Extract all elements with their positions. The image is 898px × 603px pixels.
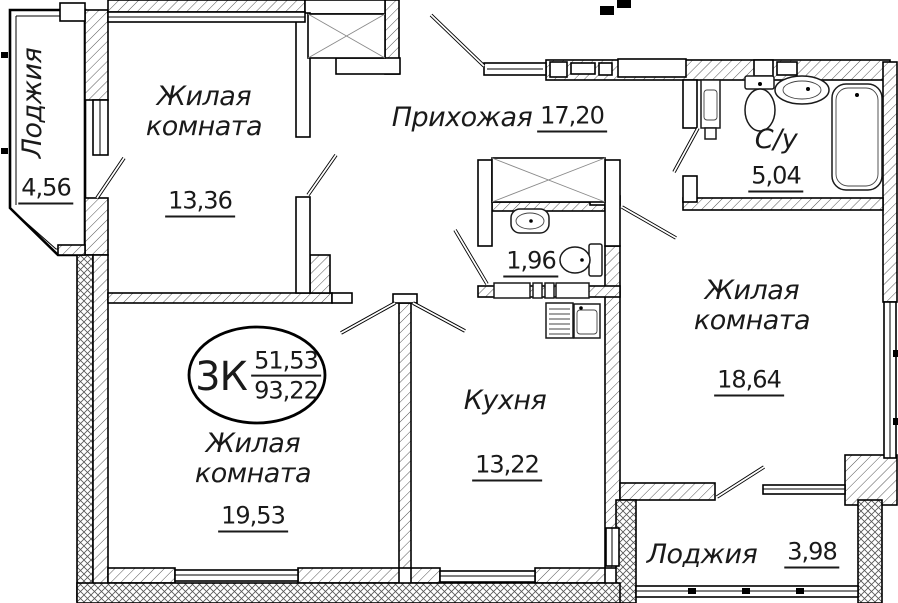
room-area-wc: 1,96 — [503, 247, 559, 278]
room-label-living-3: Жилая комната — [194, 427, 312, 489]
door-entrance — [429, 13, 486, 68]
living-area-value: 51,53 — [251, 347, 321, 377]
wardrobe-icon — [491, 157, 606, 203]
room-name-line: Жилая — [156, 80, 252, 112]
toilet-icon — [744, 75, 776, 132]
door-kitchen — [412, 301, 466, 333]
boiler-icon — [700, 79, 721, 140]
door-wc — [453, 229, 489, 285]
kitchen-stove-icon — [545, 302, 574, 339]
window-loggia-room1 — [92, 99, 109, 156]
room-label-living-1: Жилая комната — [145, 80, 263, 142]
entrance-threshold — [483, 62, 547, 76]
door-loggia-bottom — [716, 465, 765, 499]
window-room3-bottom — [174, 569, 299, 582]
wc-sink-icon — [510, 208, 550, 234]
window-room2-bottom — [762, 484, 846, 495]
door-swings — [95, 13, 765, 499]
room-label-kitchen: Кухня — [463, 384, 547, 416]
wc-toilet-icon — [559, 243, 603, 277]
room-label-loggia-bottom: Лоджия — [646, 538, 758, 570]
room-name-line: Жилая — [205, 427, 301, 459]
room-name-line: комната — [693, 305, 811, 336]
room-label-hallway: Прихожая — [391, 101, 533, 133]
door-bathroom — [672, 127, 700, 173]
room-area-loggia-bottom: 3,98 — [784, 538, 840, 569]
room-label-living-2: Жилая комната — [693, 274, 811, 336]
room-name-line: Жилая — [704, 274, 800, 306]
window-kitchen-bottom — [439, 570, 536, 583]
wall-pieces — [59, 0, 798, 304]
room-label-bathroom: С/у — [754, 123, 798, 155]
room-area-living-1: 13,36 — [165, 187, 235, 218]
room-area-living-2: 18,64 — [714, 366, 784, 397]
kitchen-sink-icon — [573, 303, 601, 339]
sink-icon — [774, 75, 830, 105]
room-name-line: комната — [194, 458, 312, 489]
total-area-value: 93,22 — [254, 377, 319, 405]
room-name-line: комната — [145, 111, 263, 142]
room-area-living-3: 19,53 — [218, 502, 288, 533]
room-area-bathroom: 5,04 — [748, 162, 804, 193]
window-room2-right — [883, 301, 898, 459]
cabinet-row — [493, 282, 590, 299]
room-area-kitchen: 13,22 — [472, 451, 542, 482]
room-label-loggia-top: Лоджия — [16, 47, 48, 159]
door-room2 — [621, 205, 677, 240]
room-area-hallway: 17,20 — [537, 102, 607, 133]
apartment-badge-areas: 51,53 93,22 — [251, 347, 321, 405]
bathtub-icon — [831, 83, 883, 191]
door-room3 — [340, 301, 396, 335]
door-room1-hall — [306, 153, 338, 197]
window-room1-top — [107, 11, 306, 23]
room-area-loggia-top: 4,56 — [18, 174, 74, 205]
door-room1-loggia — [95, 156, 126, 200]
apartment-badge-type: 3К — [195, 354, 248, 400]
window-kitchen-loggia — [605, 527, 620, 567]
windows — [92, 11, 898, 598]
wardrobe-icon — [307, 13, 386, 59]
window-loggia-bottom-glazing — [635, 585, 859, 598]
